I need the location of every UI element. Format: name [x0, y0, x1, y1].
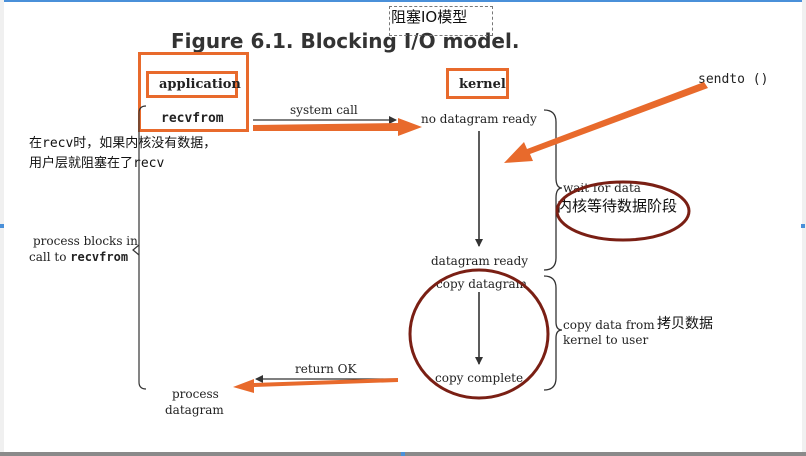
copy-complete-label: copy complete — [435, 371, 524, 385]
recv-block-highlight-arrow — [253, 118, 422, 136]
process-blocks-call-to: call to — [29, 250, 67, 264]
window-top-border — [0, 0, 806, 2]
application-heading: application — [159, 77, 241, 92]
return-ok-label: return OK — [295, 362, 357, 376]
figure-title: Figure 6.1. Blocking I/O model. — [171, 29, 520, 53]
resize-handle-right[interactable] — [801, 224, 805, 228]
copy-datagram-label: copy datagram — [436, 277, 527, 291]
datagram-ready-label: datagram ready — [431, 254, 529, 268]
copy-phase-line2: kernel to user — [563, 333, 649, 347]
application-bracket-notch — [132, 244, 140, 256]
copy-phase-note: 拷贝数据 — [657, 316, 713, 332]
recv-note-line1: 在recv时，如果内核没有数据， — [29, 136, 217, 151]
sendto-arrow — [504, 82, 708, 163]
wait-for-data-label: wait for data — [563, 181, 641, 195]
wait-phase-note: 内核等待数据阶段 — [557, 197, 678, 215]
window-left-border — [0, 0, 4, 456]
process-datagram-line1: process — [172, 387, 219, 401]
recvfrom-label: recvfrom — [161, 111, 224, 126]
copy-phase-brace — [543, 275, 563, 391]
process-blocks-line2: call to recvfrom — [29, 251, 128, 263]
window-right-border — [802, 0, 806, 456]
process-blocks-line1: process blocks in — [33, 234, 138, 248]
wait-phase-circle — [555, 180, 691, 242]
title-note: 阻塞IO模型 — [391, 8, 468, 26]
process-datagram-line2: datagram — [165, 403, 224, 417]
resize-handle-bottom[interactable] — [401, 452, 405, 456]
resize-handle-left[interactable] — [0, 224, 4, 228]
copy-phase-line1: copy data from — [563, 318, 655, 332]
recv-note-line2: 用户层就阻塞在了recv — [29, 156, 165, 171]
sendto-annotation: sendto () — [698, 72, 769, 87]
process-blocks-recvfrom: recvfrom — [70, 250, 129, 264]
return-highlight-arrow — [233, 378, 398, 393]
no-datagram-ready-label: no datagram ready — [421, 112, 537, 126]
application-highlight-box — [138, 52, 249, 132]
title-note-box[interactable] — [389, 6, 493, 36]
copy-phase-circle — [408, 268, 550, 400]
kernel-heading: kernel — [459, 77, 506, 92]
system-call-label: system call — [290, 103, 358, 117]
application-label-box — [146, 71, 238, 98]
application-timeline-bracket — [138, 105, 147, 390]
kernel-label-box — [446, 68, 509, 99]
wait-phase-brace — [543, 109, 563, 271]
